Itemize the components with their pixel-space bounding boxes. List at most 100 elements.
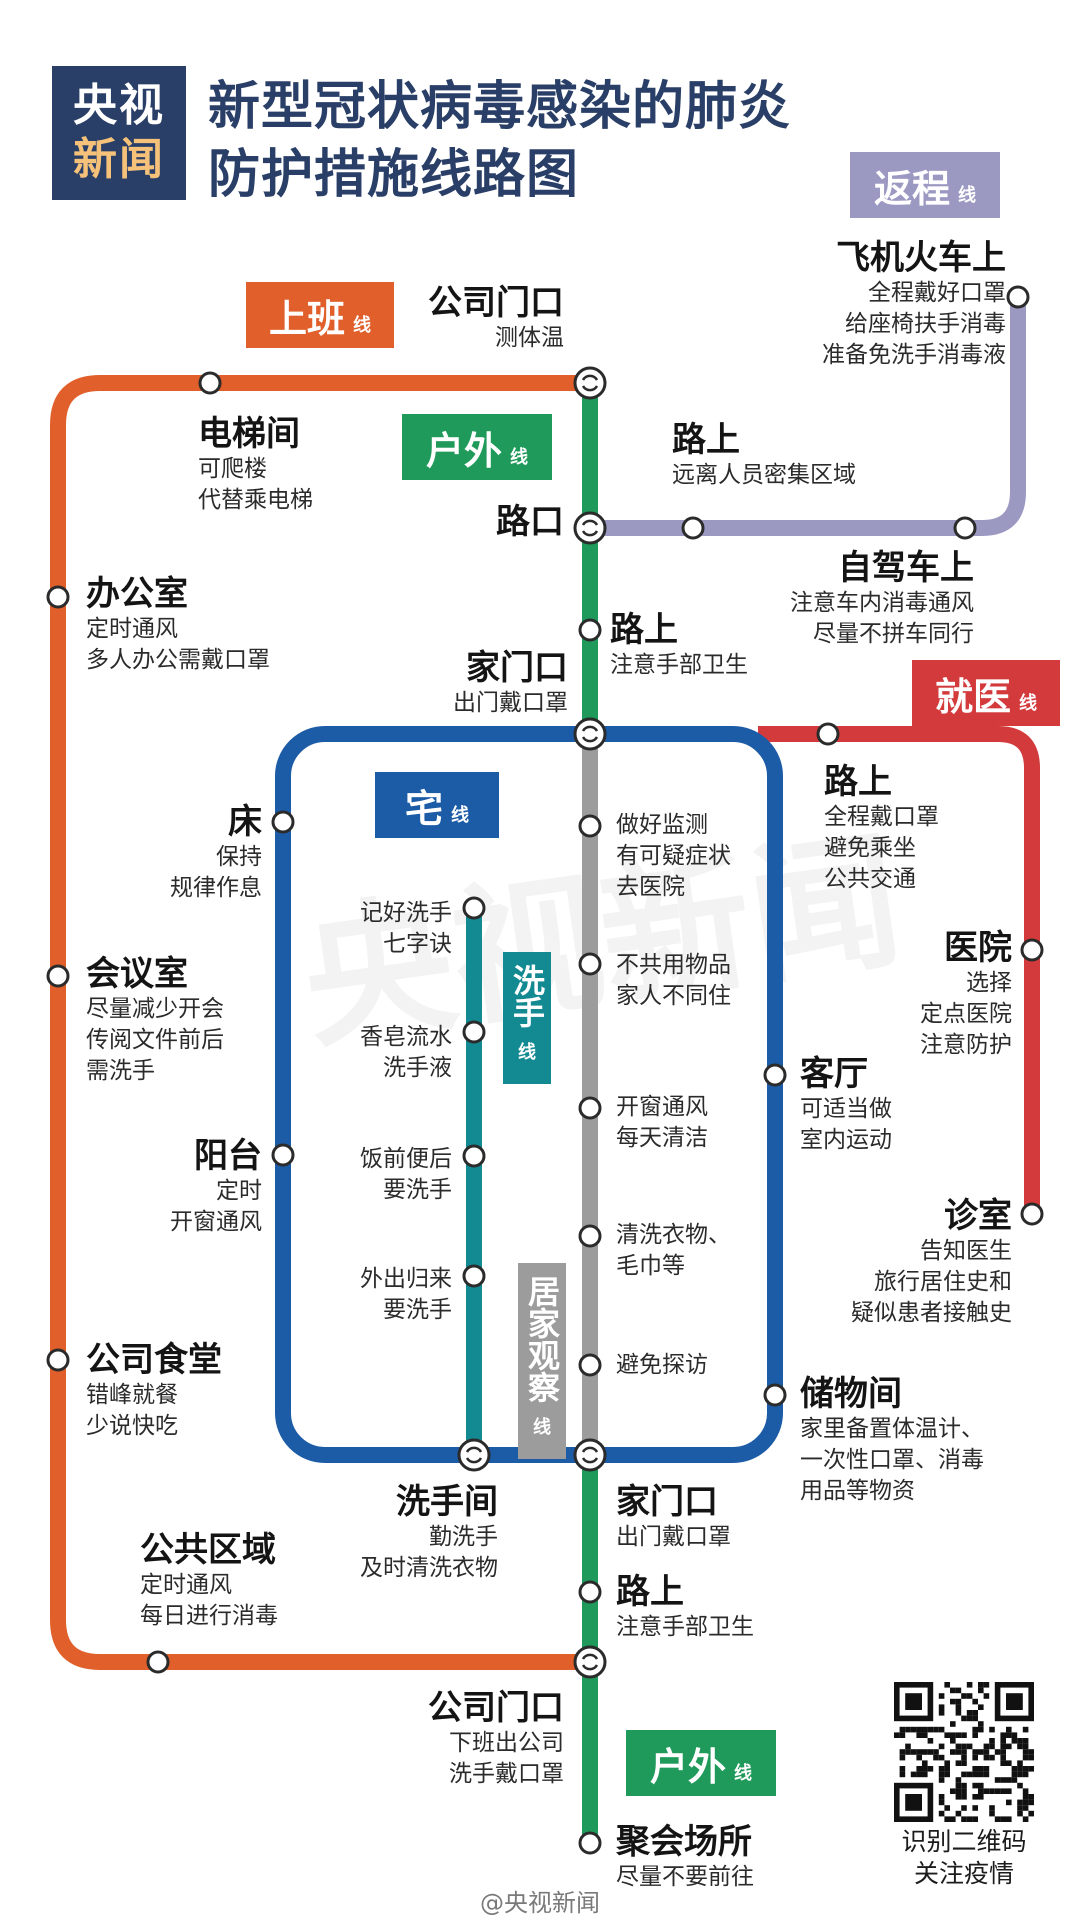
station-desc: 准备免洗手消毒液 [822, 342, 1006, 368]
stop-handwash-1 [462, 896, 486, 920]
return-line-track [590, 296, 1026, 536]
stop-observation-5 [578, 1353, 602, 1377]
stop-road-top [578, 618, 602, 642]
handwash-stop-text: 香皂流水 [360, 1024, 452, 1050]
observation-line-badge: 居家观察线 [518, 1263, 566, 1459]
outdoor-line-name-bottom: 户外 [649, 1744, 726, 1789]
station-name: 路上 [824, 762, 892, 802]
observation-line-name: 居家观察 [523, 1275, 561, 1403]
qr-caption-line-1: 识别二维码 [901, 1827, 1027, 1856]
stations [46, 285, 1044, 1855]
stop-bed [271, 810, 295, 834]
page-title-line-1: 新型冠状病毒感染的肺炎 [208, 77, 792, 137]
station-desc: 尽量不要前往 [616, 1864, 754, 1890]
station-desc: 选择 [966, 970, 1012, 996]
station-gathering-place: 聚会场所 尽量不要前往 [616, 1822, 754, 1893]
station-washroom: 洗手间 勤洗手 及时清洗衣物 [360, 1482, 498, 1584]
station-desc: 室内运动 [800, 1127, 892, 1153]
station-desc: 家里备置体温计、 [800, 1416, 984, 1442]
station-name: 家门口 [466, 648, 568, 688]
station-desc: 可爬楼 [198, 456, 267, 482]
qr-caption: 识别二维码 关注疫情 [890, 1826, 1038, 1890]
observation-stop-5: 避免探访 [616, 1350, 708, 1381]
home-line-name: 宅 [404, 786, 443, 831]
station-name: 自驾车上 [838, 548, 974, 588]
station-desc: 尽量减少开会 [86, 996, 224, 1022]
station-company-gate-top: 公司门口 测体温 [428, 283, 564, 354]
medical-line-badge: 就医线 [912, 660, 1060, 726]
stop-plane-train [1006, 285, 1030, 309]
observation-stop-text: 家人不同住 [616, 983, 731, 1009]
stop-meeting-room [46, 964, 70, 988]
transfer-icon [573, 717, 607, 751]
stop-office [46, 585, 70, 609]
station-desc: 少说快吃 [86, 1413, 178, 1439]
commute-line-badge: 上班线 [246, 282, 394, 348]
station-desc: 注意手部卫生 [616, 1614, 754, 1640]
outdoor-line-badge-top: 户外线 [402, 414, 552, 480]
observation-stop-2: 不共用物品 家人不同住 [616, 950, 731, 1012]
handwash-stop-3: 饭前便后 要洗手 [360, 1144, 452, 1206]
station-crossroad: 路口 [496, 502, 564, 542]
handwash-stop-2: 香皂流水 洗手液 [360, 1022, 452, 1084]
handwash-stop-text: 外出归来 [360, 1266, 452, 1292]
station-public-area: 公共区域 定时通风 每日进行消毒 [140, 1530, 278, 1632]
home-line-badge: 宅线 [375, 772, 499, 838]
return-line-badge: 返程线 [850, 152, 1000, 218]
commute-line-track [50, 375, 590, 1670]
station-name: 路上 [672, 420, 740, 460]
home-line-suffix: 线 [451, 805, 469, 826]
station-name: 办公室 [86, 574, 188, 614]
weibo-credit: @央视新闻 [480, 1883, 600, 1918]
stop-hospital [1020, 938, 1044, 962]
station-name: 公共区域 [140, 1530, 276, 1570]
station-desc: 告知医生 [920, 1238, 1012, 1264]
transfer-icon [457, 1438, 491, 1472]
transfer-icon [573, 366, 607, 400]
transfer-icon [573, 511, 607, 545]
station-desc: 开窗通风 [170, 1209, 262, 1235]
station-desc: 疑似患者接触史 [851, 1300, 1012, 1326]
medical-line-name: 就医 [934, 674, 1011, 719]
outdoor-line-suffix-top: 线 [510, 447, 528, 468]
handwash-stop-text: 要洗手 [383, 1297, 452, 1323]
stop-road-return [681, 516, 705, 540]
stop-storage [763, 1383, 787, 1407]
station-desc: 注意防护 [920, 1032, 1012, 1058]
handwash-stop-4: 外出归来 要洗手 [360, 1264, 452, 1326]
station-road-bottom: 路上 注意手部卫生 [616, 1572, 754, 1643]
station-name: 阳台 [194, 1136, 262, 1176]
station-desc: 传阅文件前后 [86, 1027, 224, 1053]
station-company-gate-bottom: 公司门口 下班出公司 洗手戴口罩 [428, 1688, 564, 1790]
station-plane-train: 飞机火车上 全程戴好口罩 给座椅扶手消毒 准备免洗手消毒液 [822, 238, 1006, 371]
station-desc: 旅行居住史和 [874, 1269, 1012, 1295]
station-desc: 定点医院 [920, 1001, 1012, 1027]
handwash-stop-text: 洗手液 [383, 1055, 452, 1081]
handwash-line-badge: 洗手线 [503, 952, 551, 1084]
station-desc: 洗手戴口罩 [449, 1761, 564, 1787]
station-name: 公司门口 [428, 283, 564, 323]
transfer-icon [573, 1645, 607, 1679]
page-title-line-2: 防护措施线路图 [208, 145, 580, 205]
station-desc: 及时清洗衣物 [360, 1555, 498, 1581]
observation-stop-text: 毛巾等 [616, 1253, 685, 1279]
station-desc: 多人办公需戴口罩 [86, 647, 270, 673]
station-office: 办公室 定时通风 多人办公需戴口罩 [86, 574, 270, 676]
station-desc: 全程戴好口罩 [868, 280, 1006, 306]
observation-stop-text: 做好监测 [616, 812, 708, 838]
stop-public-area [146, 1650, 170, 1674]
station-desc: 避免乘坐 [824, 835, 916, 861]
station-desc: 公共交通 [824, 866, 916, 892]
station-name: 家门口 [616, 1482, 718, 1522]
station-desc: 可适当做 [800, 1096, 892, 1122]
commute-line-name: 上班 [268, 296, 345, 341]
station-desc: 测体温 [495, 325, 564, 351]
handwash-stop-text: 记好洗手 [360, 900, 452, 926]
station-desc: 出门戴口罩 [453, 690, 568, 716]
qr-code-icon[interactable] [894, 1682, 1034, 1822]
observation-line-suffix: 线 [533, 1417, 551, 1438]
observation-stop-3: 开窗通风 每天清洁 [616, 1092, 708, 1154]
stop-observation-3 [578, 1096, 602, 1120]
outdoor-line-badge-bottom: 户外线 [626, 1730, 776, 1796]
